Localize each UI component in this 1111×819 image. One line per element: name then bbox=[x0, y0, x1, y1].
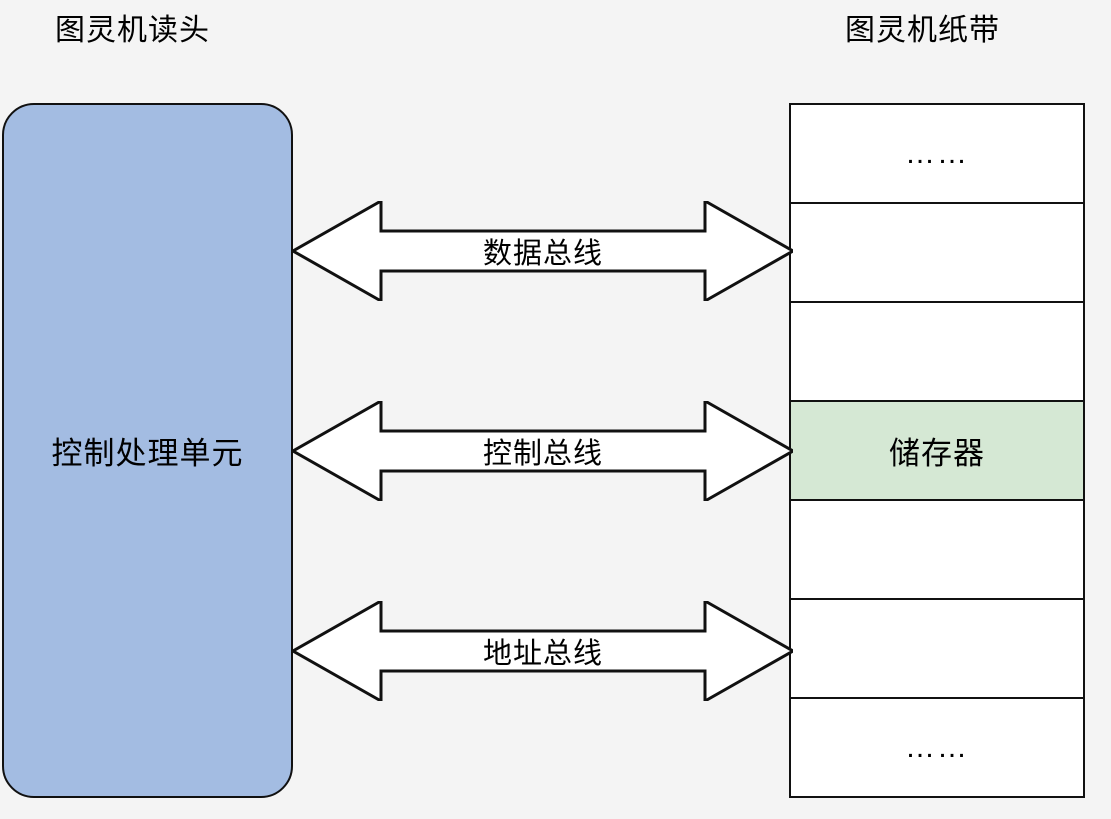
tape-cell[interactable] bbox=[789, 499, 1085, 598]
left-section-title: 图灵机读头 bbox=[55, 14, 210, 47]
control-bus-arrow[interactable]: 控制总线 bbox=[293, 401, 793, 501]
double-arrow-icon bbox=[293, 601, 793, 701]
tape-cell[interactable]: …… bbox=[789, 103, 1085, 202]
tape-cell-memory-highlighted[interactable]: 储存器 bbox=[789, 400, 1085, 499]
control-processing-unit-label: 控制处理单元 bbox=[51, 436, 244, 471]
tape-cell-label: …… bbox=[905, 730, 969, 764]
tape-cell[interactable] bbox=[789, 202, 1085, 301]
right-section-title: 图灵机纸带 bbox=[845, 14, 1000, 47]
tape-cell-label: …… bbox=[905, 136, 969, 170]
tape-cell-label: 储存器 bbox=[889, 436, 985, 471]
double-arrow-icon bbox=[293, 201, 793, 301]
turing-machine-tape: …… 储存器 …… bbox=[789, 103, 1085, 798]
tape-cell[interactable] bbox=[789, 598, 1085, 697]
control-processing-unit-box[interactable]: 控制处理单元 bbox=[2, 103, 293, 798]
address-bus-arrow[interactable]: 地址总线 bbox=[293, 601, 793, 701]
tape-cell[interactable] bbox=[789, 301, 1085, 400]
data-bus-arrow[interactable]: 数据总线 bbox=[293, 201, 793, 301]
double-arrow-icon bbox=[293, 401, 793, 501]
tape-cell[interactable]: …… bbox=[789, 697, 1085, 798]
